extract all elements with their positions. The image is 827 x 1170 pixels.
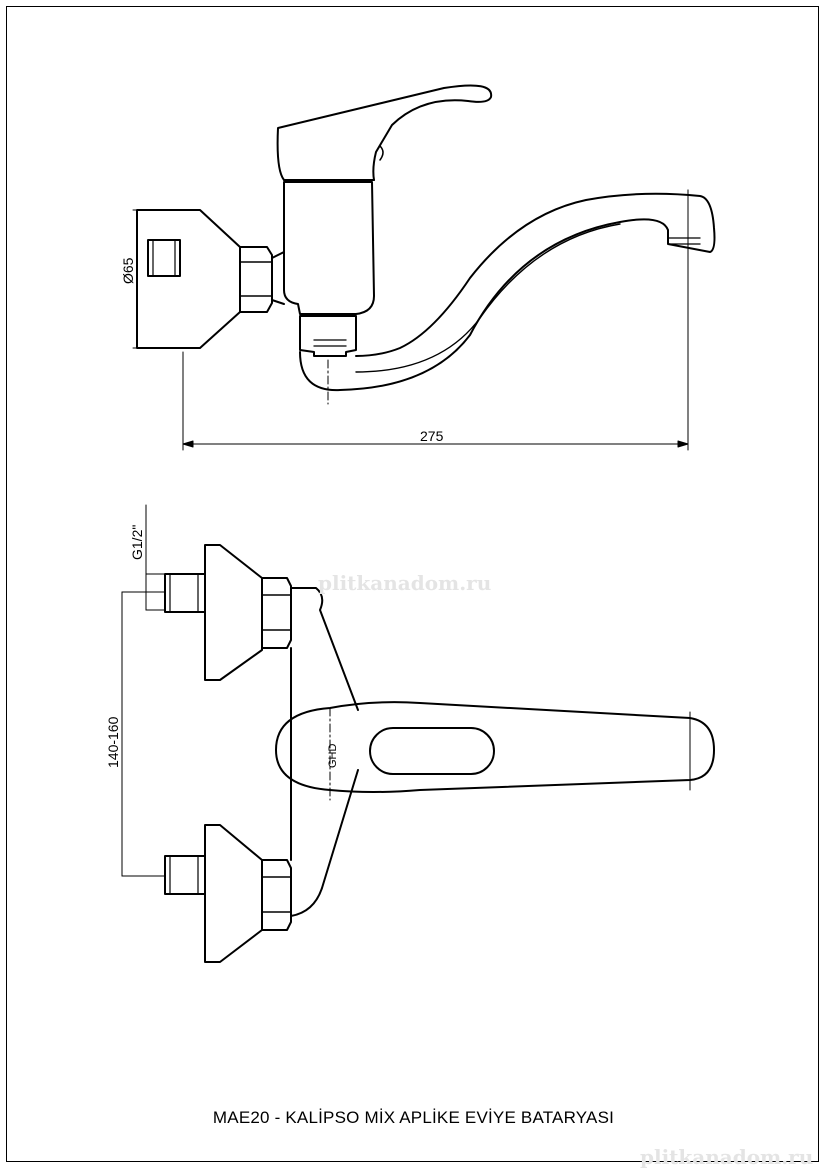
spacing-label: 140-160 (105, 716, 121, 768)
side-wall-flange (136, 209, 241, 349)
side-mixer-body (283, 181, 375, 315)
side-view-dimensions (132, 189, 689, 451)
front-lever (275, 701, 715, 793)
watermark-center: plitkanadom.ru (318, 571, 491, 595)
watermark-bottom: plitkanadom.ru (640, 1145, 813, 1169)
side-spout (299, 192, 716, 392)
front-upper-inlet-nut (164, 573, 206, 613)
front-view (164, 544, 715, 963)
side-lever-handle (276, 84, 493, 181)
lever-logo: GHD (327, 744, 339, 769)
side-inlet-nut (147, 239, 181, 277)
front-view-dimensions (121, 504, 166, 877)
thread-label: G1/2" (129, 525, 145, 560)
front-upper-hex-nut (261, 577, 292, 649)
diameter-label: Ø65 (120, 257, 136, 284)
front-lower-hex-nut (261, 859, 292, 931)
side-view (136, 84, 716, 392)
length-label: 275 (420, 428, 444, 444)
front-lower-inlet-nut (164, 855, 206, 895)
drawing-title: MAE20 - KALİPSO MİX APLİKE EVİYE BATARYA… (212, 1108, 615, 1127)
front-body-column (290, 587, 359, 711)
front-upper-flange (204, 544, 263, 681)
side-union-nut (239, 246, 273, 313)
front-lower-flange (204, 824, 263, 963)
side-outlet-block (299, 315, 357, 357)
drawing-frame (6, 6, 819, 1162)
